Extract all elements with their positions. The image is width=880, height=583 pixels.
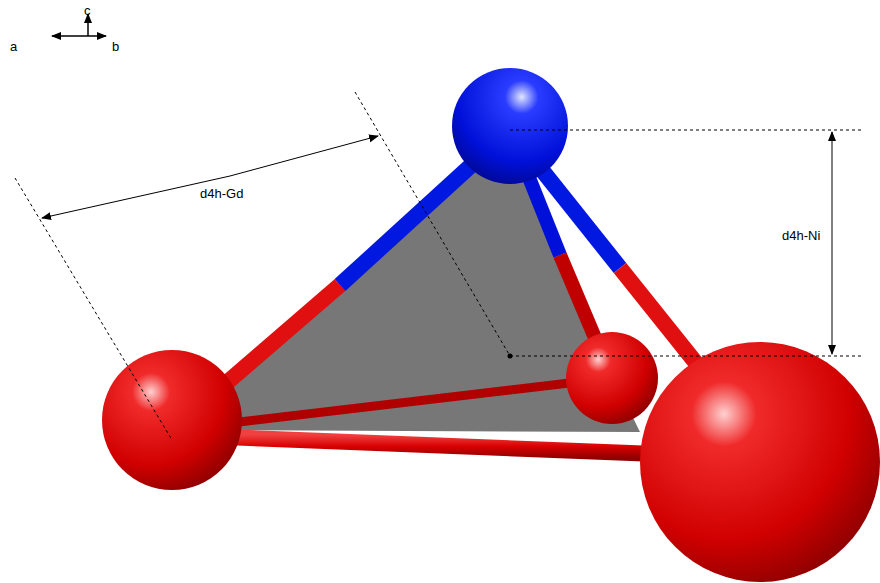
center-dot — [508, 354, 513, 359]
red-atom — [102, 350, 242, 490]
blue-atom — [452, 68, 568, 184]
dimension-label: d4h-Ni — [780, 228, 822, 243]
axis-label: c — [84, 4, 91, 17]
axis-arrows — [52, 14, 106, 36]
axis-label: b — [112, 40, 119, 53]
red-atom — [566, 332, 658, 424]
axis-label: a — [10, 40, 17, 53]
dimension-label: d4h-Gd — [198, 186, 245, 201]
red-atom — [640, 342, 880, 582]
dimension-lines — [15, 92, 862, 440]
